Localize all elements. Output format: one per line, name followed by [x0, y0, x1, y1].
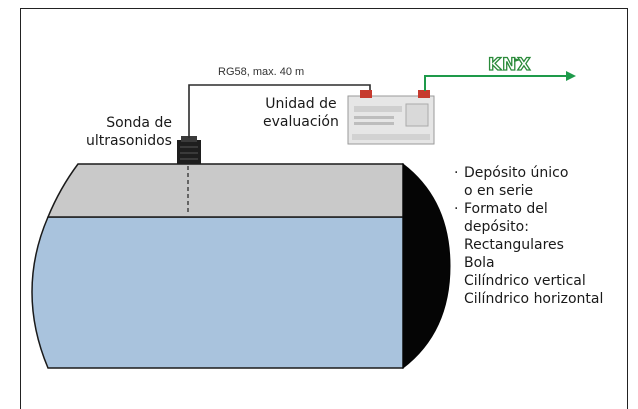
feature-text: depósito: — [464, 219, 529, 235]
eval-label-line2: evaluación — [263, 114, 339, 130]
frame-top-line — [20, 8, 628, 9]
feature-text: Formato del — [464, 201, 548, 217]
probe-label: Sonda de ultrasonidos — [86, 114, 172, 150]
svg-text:KNX: KNX — [488, 55, 532, 75]
ultrasonic-probe-icon — [177, 136, 201, 164]
eval-label-line1: Unidad de — [265, 96, 337, 112]
feature-text: Depósito único — [464, 165, 569, 181]
tank-headspace — [46, 163, 404, 218]
feature-text: Rectangulares — [464, 237, 564, 253]
feature-item: · Depósito único — [454, 164, 603, 182]
feature-text: Cilíndrico horizontal — [464, 291, 604, 307]
feature-list: ·Depósito único o en serie ·Formato del … — [454, 164, 603, 308]
feature-item: Bola — [454, 254, 603, 272]
frame-left-line — [20, 8, 21, 409]
probe-label-line1: Sonda de — [106, 115, 172, 131]
evaluation-unit-label: Unidad de evaluación — [263, 95, 339, 131]
feature-text: o en serie — [464, 183, 534, 199]
cable-label: RG58, max. 40 m — [218, 66, 305, 78]
bullet-mark: · — [454, 165, 459, 181]
feature-item: · Formato del — [454, 200, 603, 218]
feature-text: Cilíndrico vertical — [464, 273, 586, 289]
feature-item: o en serie — [454, 182, 603, 200]
feature-text: Bola — [464, 255, 495, 271]
feature-item: depósito: — [454, 218, 603, 236]
feature-item: Cilíndrico vertical — [454, 272, 603, 290]
arrow-right-icon — [424, 71, 576, 91]
probe-label-line2: ultrasonidos — [86, 133, 172, 149]
frame-right-line — [627, 8, 628, 409]
knx-logo: KNX — [487, 54, 532, 75]
bullet-mark: · — [454, 201, 459, 217]
din-rail-module-icon — [347, 90, 435, 145]
feature-item: Cilíndrico horizontal — [454, 290, 603, 308]
tank-liquid — [31, 216, 404, 369]
tank-end-cap — [402, 162, 451, 370]
feature-item: Rectangulares — [454, 236, 603, 254]
